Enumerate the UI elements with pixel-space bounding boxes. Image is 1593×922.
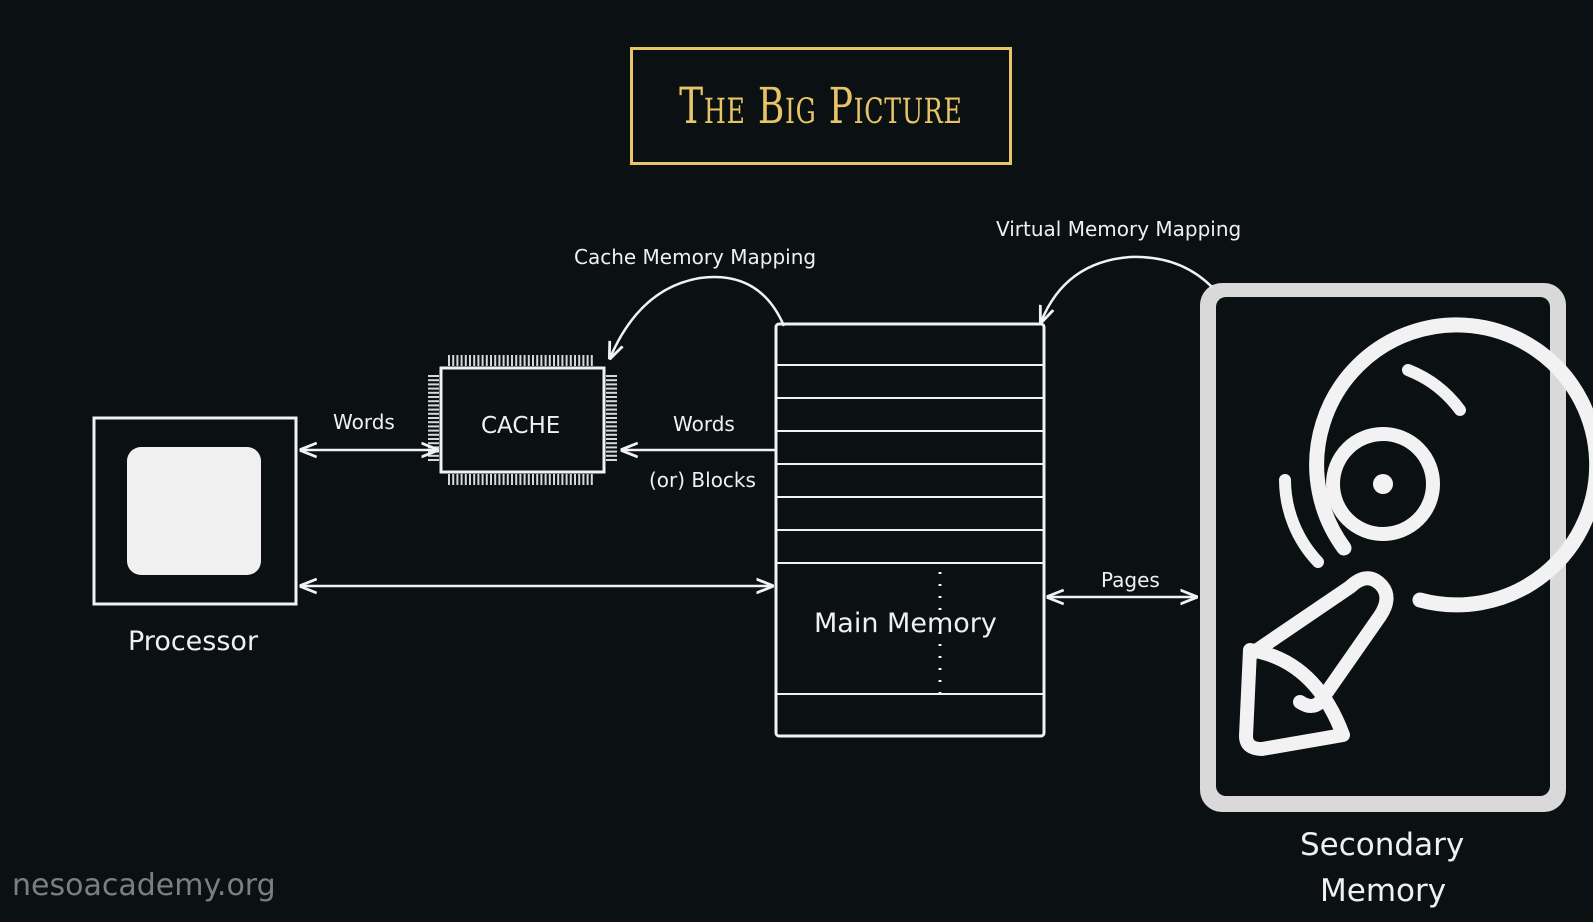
virtual-mapping-arrow xyxy=(1041,255,1213,322)
words-left-label: Words xyxy=(333,410,395,434)
cache-chip-icon xyxy=(428,355,617,485)
processor-label: Processor xyxy=(128,626,259,657)
cache-mapping-label: Cache Memory Mapping xyxy=(574,245,817,269)
processor-icon xyxy=(92,416,298,606)
secondary-memory-label-line2: Memory xyxy=(1320,873,1447,909)
main-memory-block xyxy=(774,322,1046,738)
words-right-label: Words xyxy=(673,412,735,436)
watermark: nesoacademy.org xyxy=(12,868,276,903)
pages-label: Pages xyxy=(1101,568,1160,592)
hard-disk-icon xyxy=(1200,283,1593,812)
or-blocks-label: (or) Blocks xyxy=(649,468,756,492)
cache-label: CACHE xyxy=(481,413,561,439)
diagram-title: The Big Picture xyxy=(679,77,963,135)
cache-mapping-arrow xyxy=(610,275,786,358)
title-box: The Big Picture xyxy=(630,47,1012,165)
main-memory-label: Main Memory xyxy=(814,608,997,639)
virtual-mapping-label: Virtual Memory Mapping xyxy=(996,217,1242,241)
secondary-memory-label-line1: Secondary xyxy=(1300,827,1465,863)
